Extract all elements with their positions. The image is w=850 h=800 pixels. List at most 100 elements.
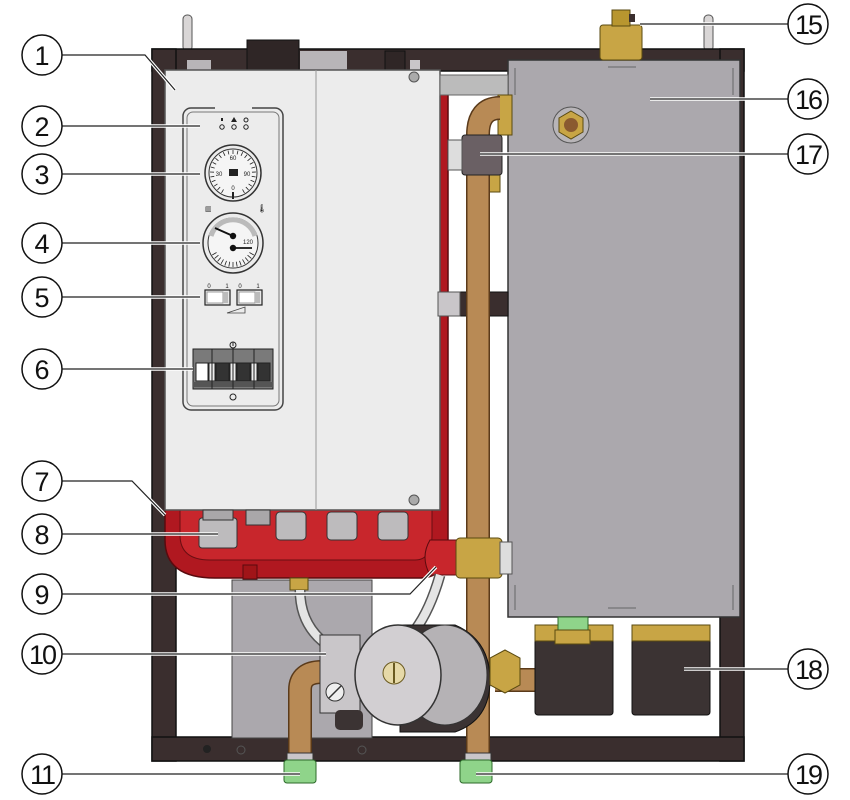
callout-9: 9 [21, 565, 438, 615]
callout-number: 16 [795, 85, 822, 115]
gauge-tick [247, 254, 252, 259]
lamp-fault-icon [231, 124, 237, 130]
thermo-manometer: 120 [202, 212, 264, 274]
callout-number: 17 [795, 140, 822, 170]
gauge-tick [249, 252, 254, 256]
thermo-tick-90: 90 [244, 172, 251, 178]
callout-circle [787, 133, 829, 175]
gauge-tick [239, 260, 242, 266]
mounting-pin-right [703, 14, 714, 52]
gauge-tick [235, 261, 238, 267]
gauge-tick [212, 162, 217, 165]
gauge-tick [242, 259, 246, 264]
callout-17: 17 [480, 133, 829, 175]
return-connection [283, 752, 317, 784]
gauge-tick [222, 151, 226, 156]
gauge-tick [211, 179, 216, 183]
callout-circle [21, 34, 63, 76]
gauge-tick [242, 189, 245, 194]
temperature-needle [214, 227, 234, 237]
callout-3: 3 [21, 153, 200, 195]
gauge-tick [220, 259, 224, 264]
breaker-switch-2[interactable] [215, 362, 230, 382]
switch-2-off-label: 0 [238, 284, 242, 290]
callout-number: 2 [34, 112, 49, 142]
gauge-tick [210, 175, 215, 178]
gauge-tick [210, 166, 215, 169]
lamp-power-icon [219, 124, 225, 130]
callout-15: 15 [640, 3, 829, 45]
circulation-pump[interactable] [319, 624, 521, 733]
gauge-tick [224, 260, 227, 266]
callout-number: 11 [30, 760, 55, 790]
power-level-icon [226, 306, 246, 314]
callout-18: 18 [684, 648, 829, 690]
callout-circle [787, 3, 829, 45]
thermometer-gauge: 60 30 90 0 [204, 144, 262, 202]
gauge-tick [214, 254, 219, 259]
callout-7: 7 [21, 460, 167, 517]
callout-leader-line [62, 54, 176, 91]
cable-glands [198, 509, 409, 549]
callout-2: 2 [21, 105, 200, 147]
callout-circle [21, 276, 63, 318]
air-vent-valve [599, 9, 643, 61]
callout-circle [21, 222, 63, 264]
control-panel: 60 30 90 0 ▥ 🌡 120 0 1 0 1 [182, 106, 284, 411]
breaker-switch-4[interactable] [257, 362, 271, 382]
gauge-tick [217, 186, 221, 191]
callout-circle [21, 348, 63, 390]
gauge-tick [213, 183, 218, 187]
callout-circle [21, 633, 63, 675]
callout-circle [21, 153, 63, 195]
callout-number: 1 [34, 41, 49, 71]
callout-number: 5 [34, 283, 49, 313]
breaker-switch-1[interactable] [195, 362, 209, 382]
callout-circle [21, 513, 63, 555]
callout-number: 15 [795, 10, 822, 40]
callout-circle [21, 573, 63, 615]
tee-fitting [455, 537, 503, 579]
gauge-tick [245, 186, 249, 191]
callout-11: 11 [21, 753, 300, 795]
callout-circle [787, 648, 829, 690]
gauge-tick [251, 175, 256, 178]
thermo-tick-60: 60 [230, 156, 237, 162]
gauge-tick [218, 154, 222, 159]
callout-4: 4 [21, 222, 200, 264]
switch-1-off-label: 0 [207, 284, 211, 290]
callout-circle [21, 460, 63, 502]
thermo-tick-0: 0 [231, 186, 235, 192]
thermometer-symbol-icon [229, 169, 238, 176]
switch-1-on-label: 1 [225, 284, 229, 290]
callout-5: 5 [21, 276, 200, 318]
callout-number: 6 [34, 355, 49, 385]
gauge-tick [249, 162, 254, 165]
callout-number: 4 [34, 229, 49, 259]
callout-number: 3 [34, 160, 49, 190]
callout-leader-line [62, 566, 437, 595]
callout-10: 10 [21, 633, 326, 675]
gauge-tick [227, 150, 230, 155]
rocker-switch-1[interactable] [204, 289, 231, 306]
callout-number: 7 [34, 467, 49, 497]
rocker-switch-2[interactable] [236, 289, 263, 306]
gauge-tick [212, 252, 217, 256]
gauge-tick [240, 151, 244, 156]
circuit-breakers [192, 341, 274, 401]
heating-element-block [534, 616, 711, 716]
callout-6: 6 [21, 348, 193, 390]
mounting-pin-left [182, 14, 193, 52]
thermo-tick-30: 30 [216, 172, 223, 178]
callout-number: 18 [795, 655, 822, 685]
heating-tank [507, 59, 741, 618]
callout-circle [787, 753, 829, 795]
callout-circle [21, 105, 63, 147]
gauge-tick [248, 183, 253, 187]
gauge-tick [217, 257, 222, 262]
callout-8: 8 [21, 513, 218, 555]
callout-16: 16 [650, 78, 829, 120]
power-switches: 0 1 0 1 [204, 284, 263, 314]
breaker-switch-3[interactable] [236, 362, 251, 382]
